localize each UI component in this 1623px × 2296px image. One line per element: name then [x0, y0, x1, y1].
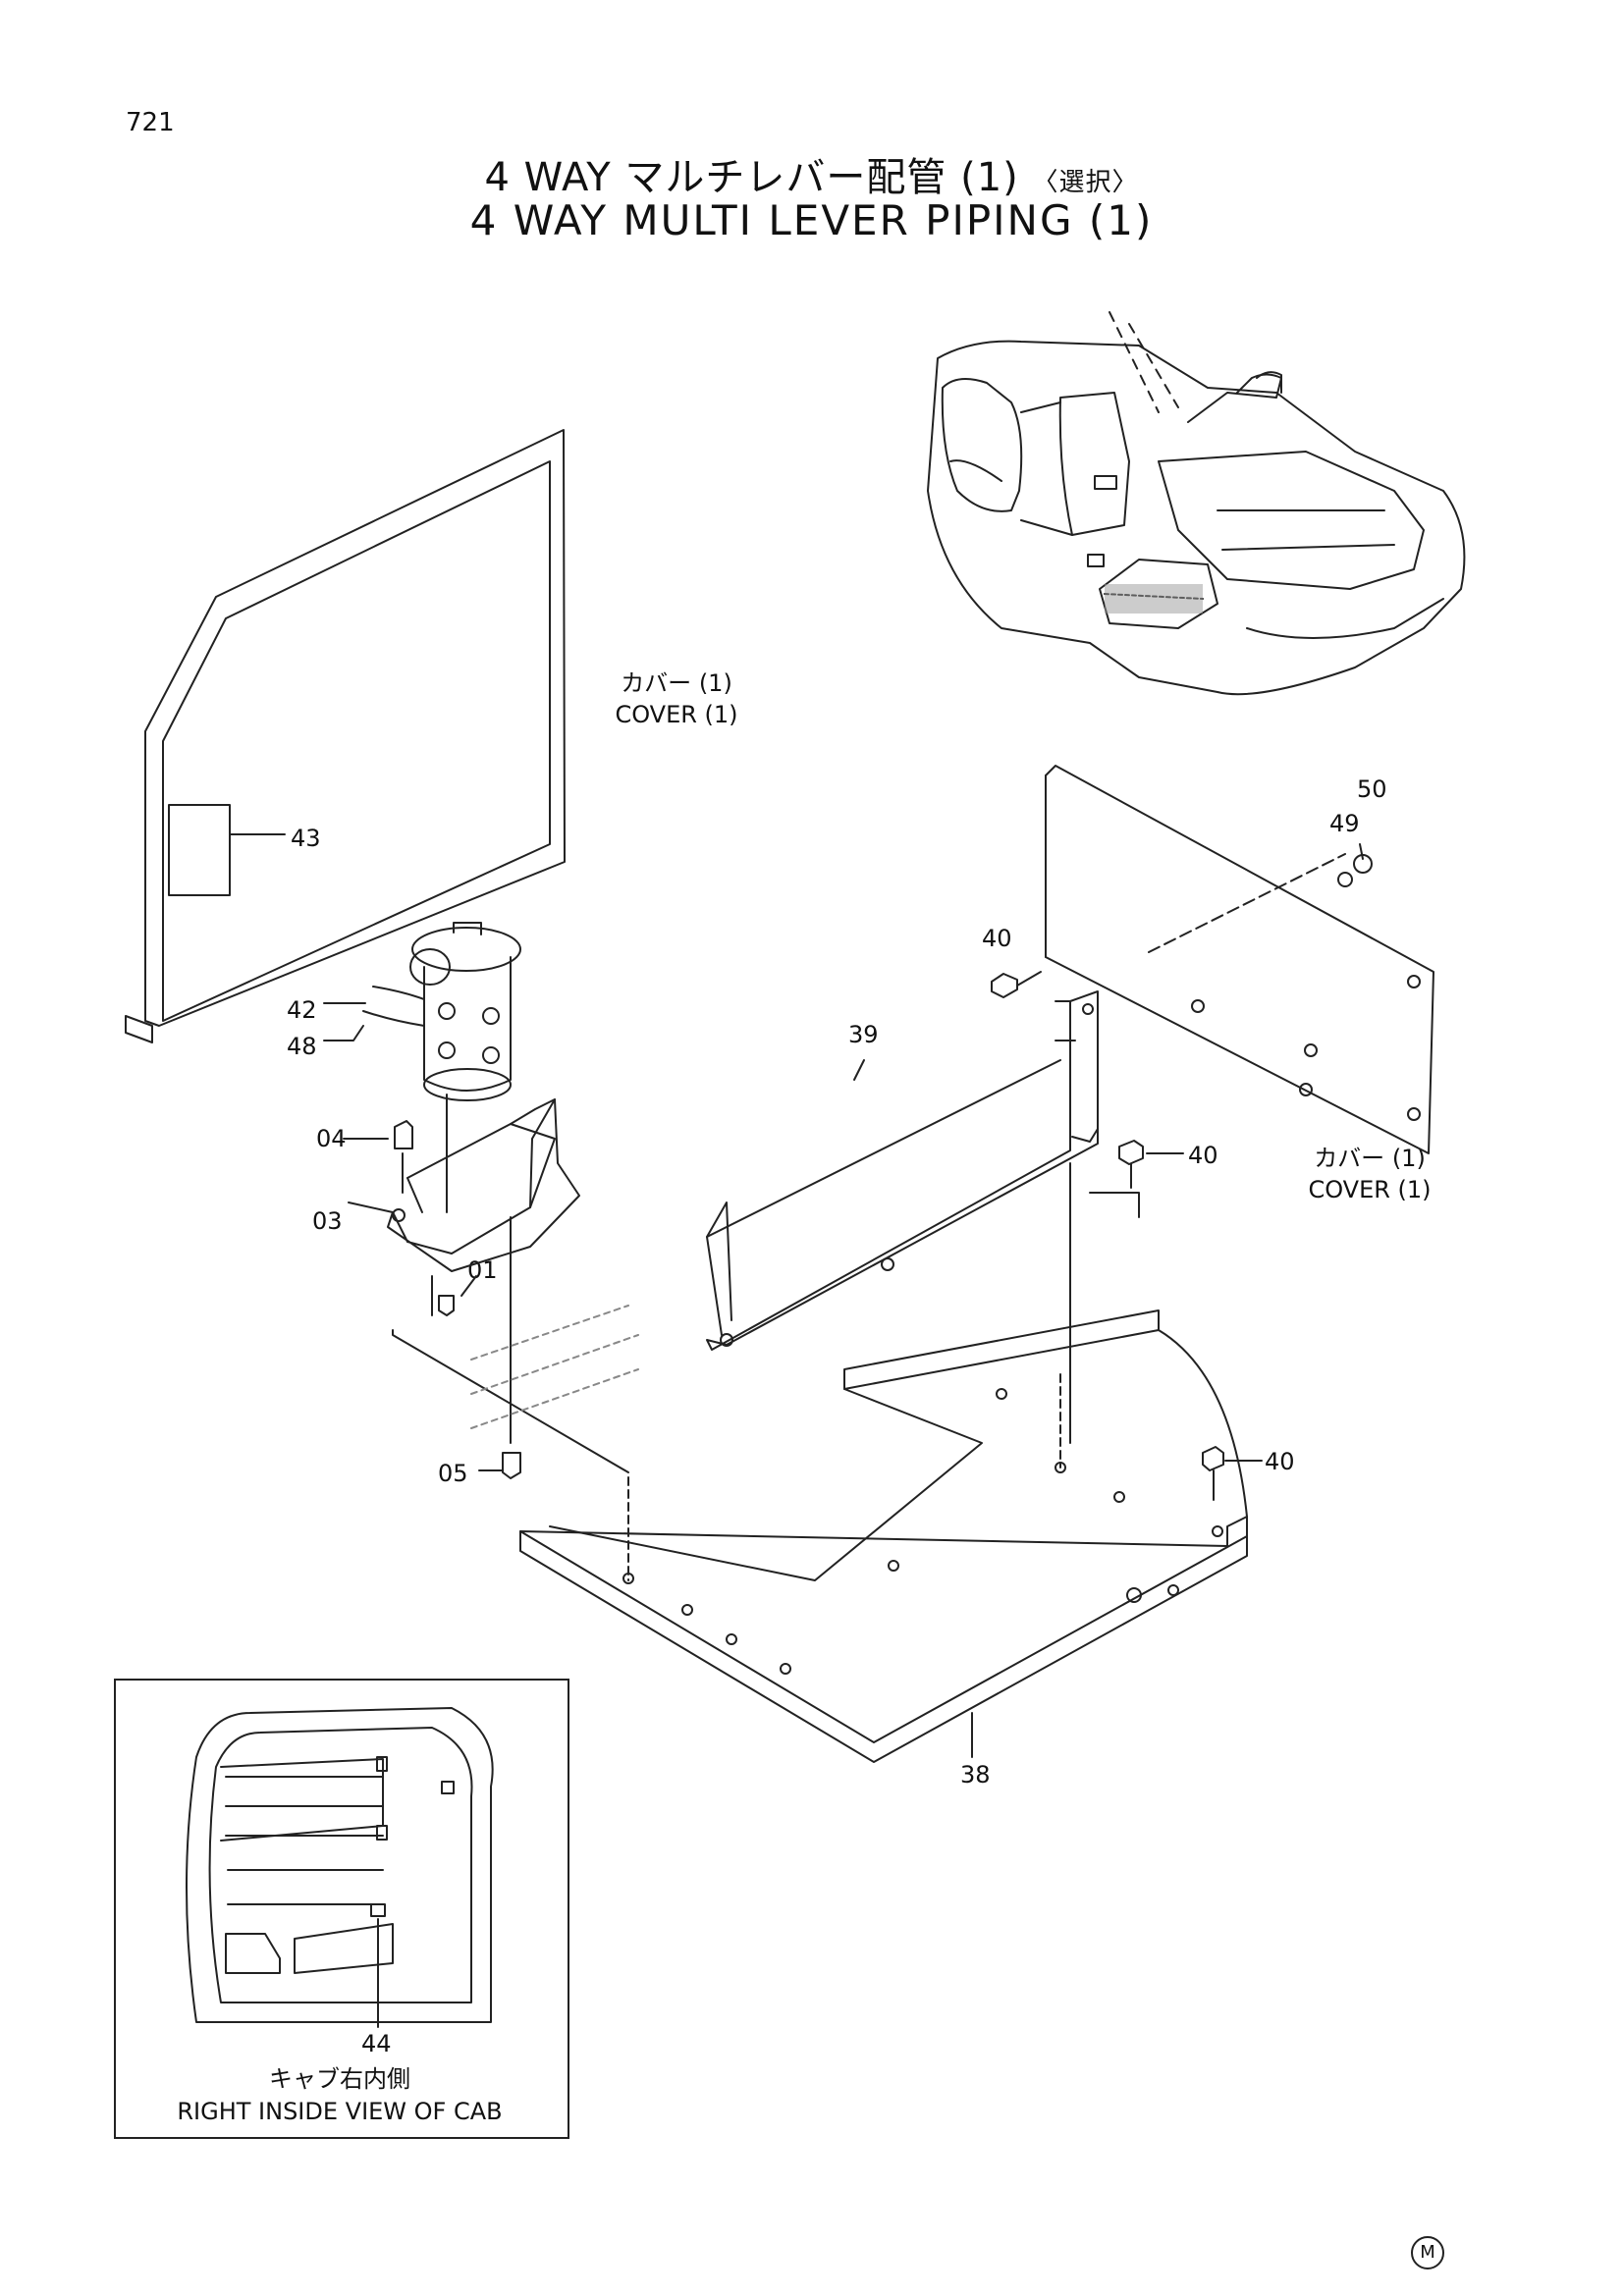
right-cover-panel [1045, 765, 1434, 1154]
title-english: 4 WAY MULTI LEVER PIPING (1) [469, 196, 1154, 244]
callout-39: 39 [848, 1021, 879, 1048]
callout-04: 04 [316, 1125, 347, 1152]
mounting-bracket [343, 1094, 629, 1479]
cover-left-caption: カバー (1) COVER (1) [603, 667, 750, 730]
cover-left-en: COVER (1) [615, 701, 738, 728]
callout-40-bottom: 40 [1265, 1448, 1295, 1475]
callout-05: 05 [438, 1460, 468, 1487]
callout-03: 03 [312, 1207, 343, 1235]
title-japanese-suffix: 〈選択〉 [1032, 168, 1139, 197]
callout-44: 44 [361, 2030, 392, 2057]
corner-mark: M [1411, 2236, 1444, 2269]
inset-caption-en: RIGHT INSIDE VIEW OF CAB [177, 2098, 503, 2125]
cab-inside-view [186, 1707, 494, 2028]
inset-frame [114, 1679, 569, 2139]
plate-39 [706, 990, 1099, 1351]
floor-plate-38 [519, 1309, 1248, 1763]
title-japanese: 4 WAY マルチレバー配管 (1) 〈選択〉 [0, 145, 1623, 202]
title-japanese-text: 4 WAY マルチレバー配管 (1) [484, 155, 1019, 200]
inset-caption-jp: キャブ右内側 [269, 2065, 410, 2093]
cover-right-jp: カバー (1) [1314, 1145, 1426, 1172]
cover-left-jp: カバー (1) [621, 669, 732, 697]
left-cover-panel [125, 429, 566, 1043]
callout-49: 49 [1329, 810, 1360, 837]
callout-40-top: 40 [982, 925, 1012, 952]
callout-42: 42 [287, 996, 317, 1024]
cover-right-caption: カバー (1) COVER (1) [1296, 1143, 1443, 1205]
bolts-40 [991, 971, 1263, 1501]
callout-48: 48 [287, 1033, 317, 1060]
cover-right-en: COVER (1) [1308, 1176, 1432, 1203]
callout-43: 43 [291, 825, 321, 852]
excavator-overview [927, 311, 1466, 696]
valve-assembly [323, 922, 521, 1101]
page-number: 721 [126, 108, 175, 137]
callout-38: 38 [960, 1761, 991, 1789]
inset-caption: キャブ右内側 RIGHT INSIDE VIEW OF CAB [114, 2063, 566, 2128]
callout-50: 50 [1357, 775, 1387, 803]
callout-40-mid: 40 [1188, 1142, 1218, 1169]
floor-hint-lines [470, 1305, 639, 1429]
